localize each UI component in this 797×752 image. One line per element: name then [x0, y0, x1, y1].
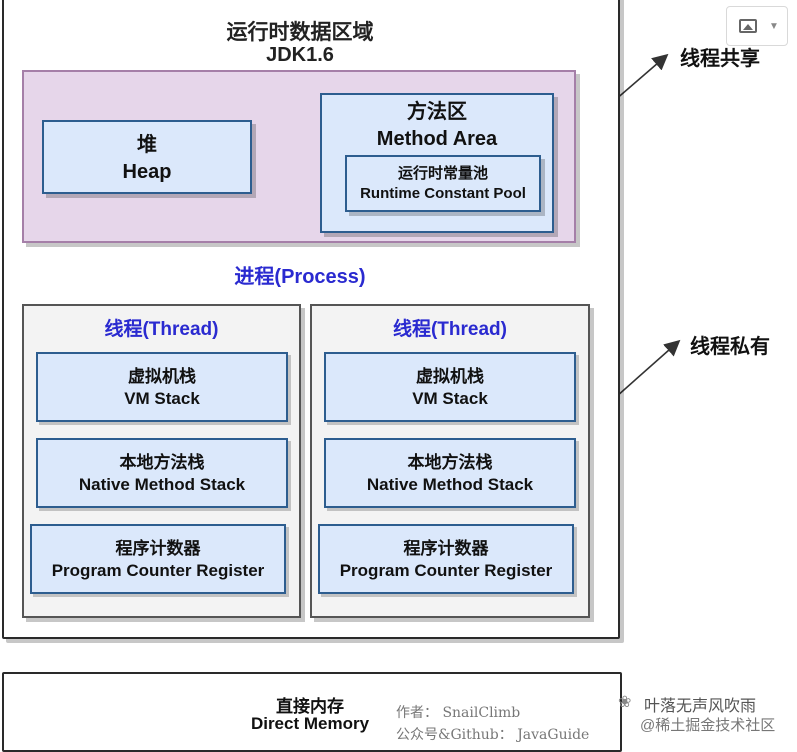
- diagram-version: JDK1.6: [266, 44, 334, 66]
- vm-stack-box: 虚拟机栈 VM Stack: [324, 352, 576, 422]
- pc-register-cn-label: 程序计数器: [115, 539, 201, 558]
- watermark-community: @稀土掘金技术社区: [640, 717, 776, 734]
- account-credit: 公众号&Github： JavaGuide: [396, 727, 590, 743]
- thread-shared-label: 线程共享: [680, 48, 760, 70]
- chevron-down-icon: ▼: [769, 21, 779, 32]
- image-icon: [739, 19, 757, 33]
- pc-register-en-label: Program Counter Register: [339, 561, 553, 580]
- native-stack-en-label: Native Method Stack: [366, 475, 534, 494]
- thread-box: 线程(Thread) 虚拟机栈 VM Stack 本地方法栈 Native Me…: [310, 304, 590, 618]
- heap-box: 堆 Heap: [42, 120, 252, 194]
- pc-register-cn-label: 程序计数器: [403, 539, 489, 558]
- author-credit: 作者： SnailClimb: [396, 705, 521, 721]
- direct-memory-en-label: Direct Memory: [250, 714, 370, 733]
- native-stack-en-label: Native Method Stack: [78, 475, 246, 494]
- thread-title: 线程(Thread): [392, 319, 507, 340]
- native-stack-cn-label: 本地方法栈: [407, 453, 493, 472]
- watermark-author: 叶落无声风吹雨: [644, 698, 757, 715]
- native-method-stack-box: 本地方法栈 Native Method Stack: [324, 438, 576, 508]
- process-label: 进程(Process): [234, 266, 366, 288]
- program-counter-box: 程序计数器 Program Counter Register: [30, 524, 286, 594]
- heap-cn-label: 堆: [137, 134, 157, 156]
- image-menu-button[interactable]: ▼: [726, 6, 788, 46]
- wechat-icon: ❀: [618, 694, 632, 711]
- vm-stack-cn-label: 虚拟机栈: [416, 367, 484, 386]
- vm-stack-box: 虚拟机栈 VM Stack: [36, 352, 288, 422]
- constant-pool-box: 运行时常量池 Runtime Constant Pool: [345, 155, 541, 212]
- direct-memory-cn-label: 直接内存: [276, 697, 344, 716]
- native-method-stack-box: 本地方法栈 Native Method Stack: [36, 438, 288, 508]
- vm-stack-cn-label: 虚拟机栈: [128, 367, 196, 386]
- thread-title: 线程(Thread): [104, 319, 219, 340]
- thread-private-label: 线程私有: [690, 336, 770, 358]
- diagram-title: 运行时数据区域: [226, 21, 374, 44]
- pc-register-en-label: Program Counter Register: [51, 561, 265, 580]
- vm-stack-en-label: VM Stack: [412, 389, 488, 408]
- vm-stack-en-label: VM Stack: [124, 389, 200, 408]
- constant-pool-cn-label: 运行时常量池: [397, 165, 488, 182]
- method-area-cn-label: 方法区: [407, 101, 467, 123]
- method-area-en-label: Method Area: [376, 128, 498, 150]
- program-counter-box: 程序计数器 Program Counter Register: [318, 524, 574, 594]
- native-stack-cn-label: 本地方法栈: [119, 453, 205, 472]
- constant-pool-en-label: Runtime Constant Pool: [360, 185, 526, 202]
- thread-box: 线程(Thread) 虚拟机栈 VM Stack 本地方法栈 Native Me…: [22, 304, 301, 618]
- heap-en-label: Heap: [122, 161, 172, 183]
